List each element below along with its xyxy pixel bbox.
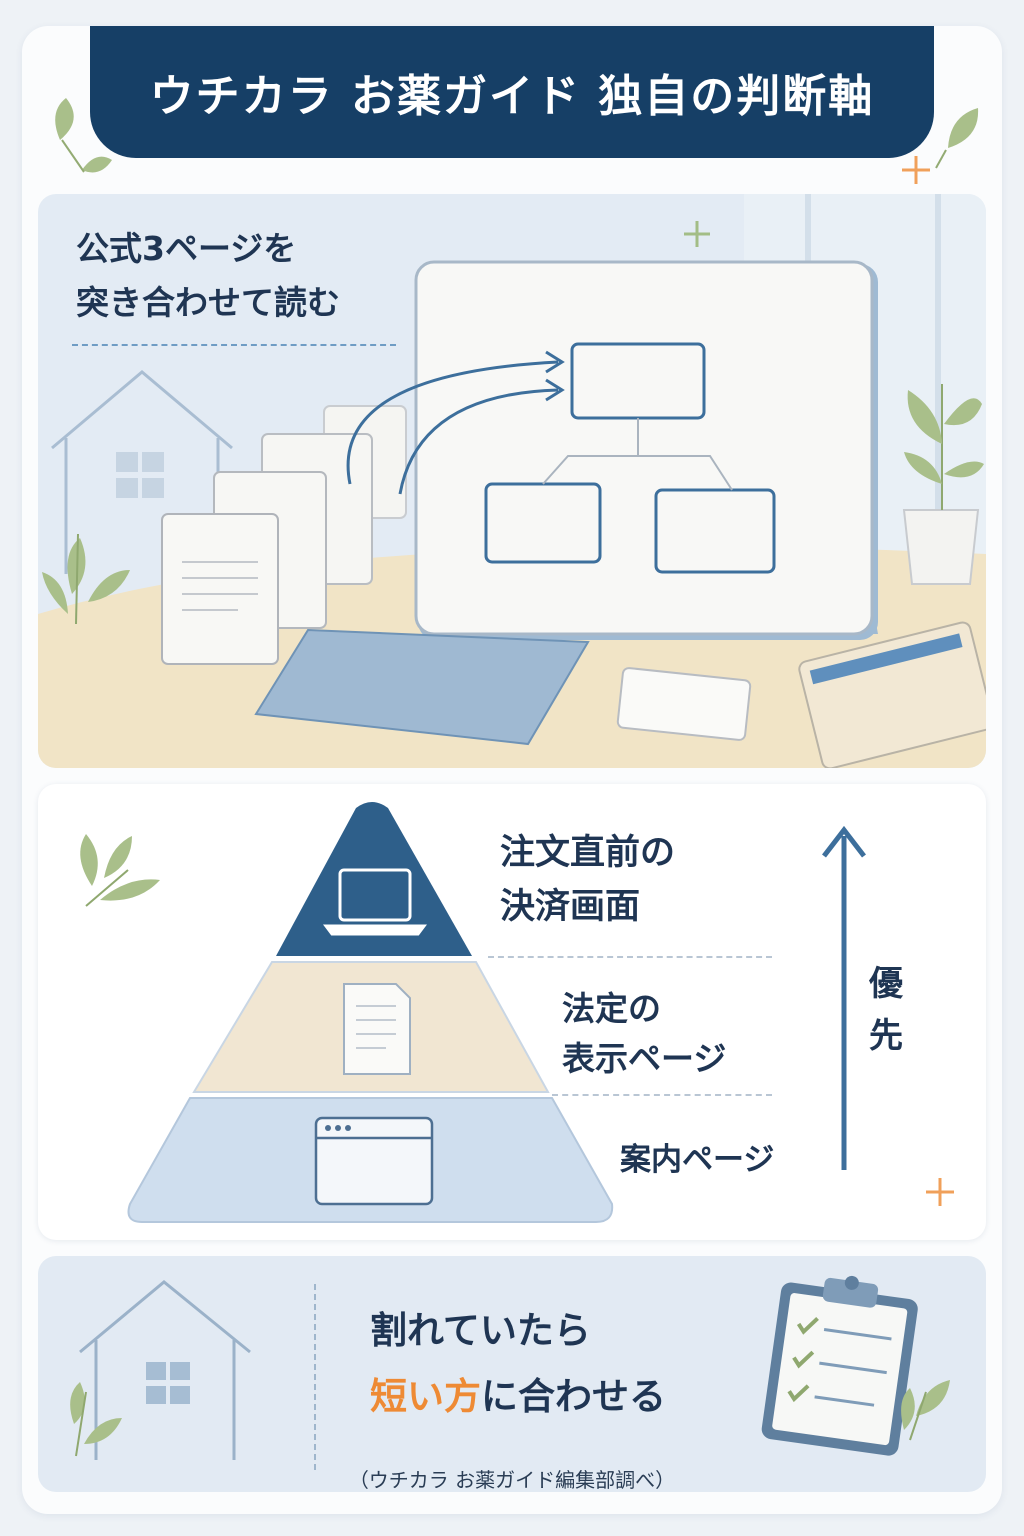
source-caption: （ウチカラ お薬ガイド編集部調べ） [348,1468,676,1492]
section-heading-line1: 公式3ページを [76,229,297,268]
plus-icon [902,156,930,184]
priority-label: 優 先 [866,958,906,1062]
illustration-panel [38,194,986,768]
plus-icon [684,221,710,247]
tier-label-line: 法定の [562,989,661,1028]
conclusion-accent: 短い方 [370,1375,481,1418]
keyboard-icon [254,628,590,746]
clipboard-checklist-icon [761,1275,918,1456]
conclusion-line1: 割れていたら [370,1309,591,1352]
divider [314,1284,316,1470]
tier-label-guide-page: 案内ページ [620,1134,774,1179]
notebook-icon [798,621,986,768]
leaf-sprig-icon [901,1380,950,1441]
leaf-sprig-icon [80,834,160,907]
leaf-sprig-icon [70,1382,122,1457]
heading-divider [72,344,396,346]
tier-label-line: 決済画面 [500,887,641,927]
section-heading-line2: 突き合わせて読む [76,283,340,322]
title-banner: ウチカラ お薬ガイド 独自の判断軸 [90,26,934,158]
page-title: ウチカラ お薬ガイド 独自の判断軸 [149,71,875,122]
arrow-icon [346,350,565,495]
tablet-icon [414,260,878,640]
plus-icon [926,1178,954,1206]
browser-window-icon [314,1116,434,1206]
desk-illustration [38,194,986,768]
tier-divider [488,956,772,958]
priority-char: 先 [869,1016,903,1056]
leaf-sprig-icon [935,108,979,169]
leaf-sprig-icon [55,98,112,173]
tier-label-line: 注文直前の [500,833,676,873]
card-icon [616,667,752,741]
plant-icon [42,533,130,625]
priority-arrow [822,825,866,1170]
house-icon [79,1280,251,1460]
potted-plant-icon [902,384,984,585]
section-heading: 公式3ページを 突き合わせて読む [76,222,340,330]
priority-char: 優 [869,964,903,1004]
document-icon [343,983,411,1075]
tier-label-checkout: 注文直前の 決済画面 [500,826,675,934]
pyramid-tier-top [276,802,472,956]
conclusion-rest: に合わせる [481,1375,666,1418]
laptop-icon [323,868,427,936]
document-stack-icon [161,405,407,665]
tier-label-line: 表示ページ [562,1039,727,1078]
tier-label-line: 案内ページ [620,1142,775,1178]
conclusion-line2: 短い方に合わせる [370,1366,666,1420]
tier-divider [552,1094,772,1096]
tier-label-legal-notice: 法定の 表示ページ [562,984,726,1084]
